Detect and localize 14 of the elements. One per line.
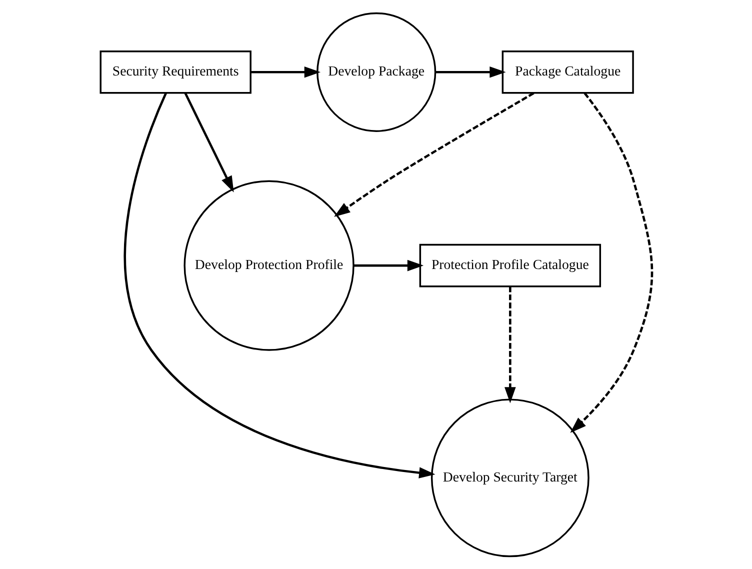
arrow bbox=[250, 66, 320, 78]
arrow bbox=[435, 66, 506, 78]
arrow bbox=[570, 92, 653, 433]
arrow bbox=[123, 92, 435, 478]
node-circle: Develop Protection Profile bbox=[183, 180, 354, 351]
node-circle: Develop Security Target bbox=[430, 398, 589, 558]
node-box: Package Catalogue bbox=[501, 50, 634, 94]
arrow bbox=[184, 92, 234, 192]
arrow bbox=[504, 286, 516, 404]
node-box: Protection Profile Catalogue bbox=[418, 244, 601, 288]
arrow bbox=[334, 92, 534, 217]
arrow bbox=[353, 260, 424, 272]
node-circle: Develop Package bbox=[316, 12, 436, 132]
node-box: Security Requirements bbox=[99, 50, 251, 94]
